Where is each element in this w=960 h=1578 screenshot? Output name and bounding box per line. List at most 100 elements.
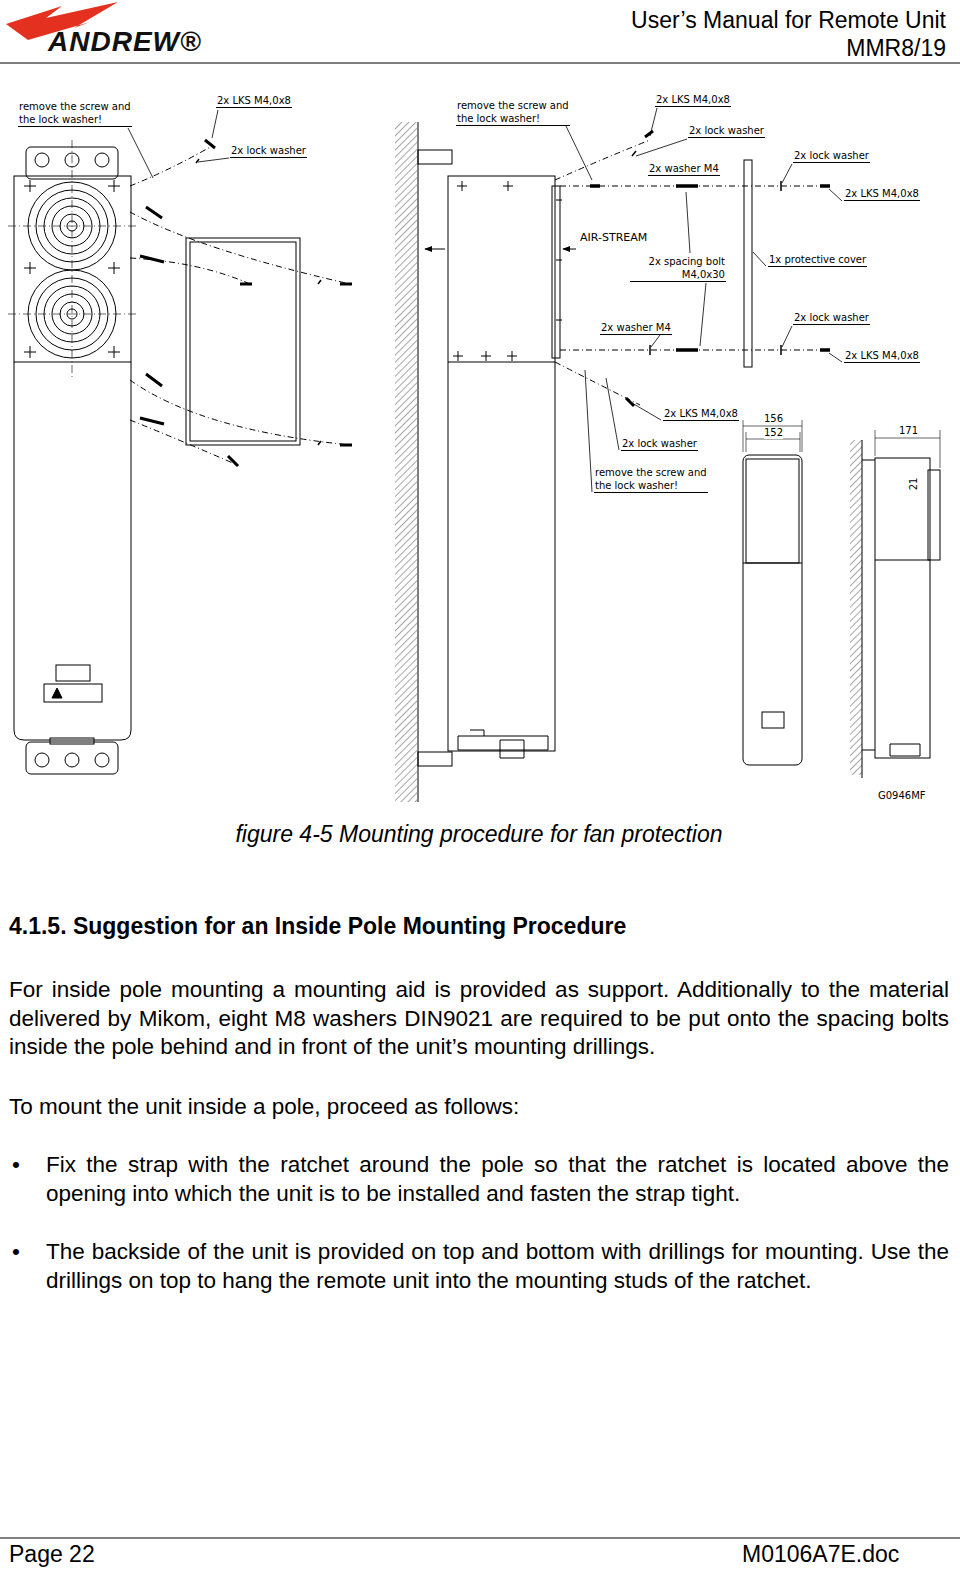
connector [50, 738, 94, 744]
fan-housing [14, 176, 131, 362]
dimension: 152 [764, 427, 783, 439]
cover-side-small [928, 470, 940, 560]
leader [636, 139, 687, 156]
dimension: 156 [764, 413, 783, 425]
wall-line [862, 440, 863, 778]
airflow-label: AIR-STREAM [580, 231, 647, 244]
screw-marks [453, 181, 517, 361]
assembly-line [560, 186, 828, 350]
leader [566, 126, 592, 180]
dimension-lines [875, 438, 940, 439]
callout-label: 2x lock washer [793, 149, 870, 163]
callout-label: 2x LKS M4,0x8 [663, 407, 739, 421]
dimension: 171 [899, 425, 918, 437]
leader [585, 370, 592, 492]
section-heading: 4.1.5. Suggestion for an Inside Pole Mou… [9, 912, 626, 940]
side-view-small [875, 458, 930, 758]
screw [35, 753, 49, 767]
callout-label: 2x lock washer [230, 144, 307, 158]
screw [65, 753, 79, 767]
assembly-line [130, 380, 350, 445]
brackets [862, 460, 875, 750]
callout-label: 2x LKS M4,0x8 [216, 94, 292, 108]
leader-lines [128, 108, 842, 492]
assembly-line [130, 146, 212, 186]
body-text: To mount the unit inside a pole, proceed… [9, 1093, 949, 1122]
wall-hatch [850, 440, 862, 775]
header-text: User’s Manual for Remote Unit [631, 6, 946, 34]
air-arrow [425, 249, 445, 250]
assembly-line [130, 212, 350, 284]
leader [651, 335, 660, 347]
footer-text: M0106A7E.doc [742, 1540, 899, 1568]
leader [782, 164, 792, 183]
warning-label [762, 712, 784, 728]
callout-label: 2x washer M4 [648, 162, 720, 176]
warning-triangle [52, 688, 62, 698]
bolts-and-screws [590, 186, 830, 350]
mounting-bracket [418, 752, 452, 766]
unit-divider [448, 362, 555, 363]
protective-cover [186, 238, 300, 445]
leader [753, 252, 766, 266]
callout-label: 2x lock washer [793, 311, 870, 325]
warning-label [56, 665, 90, 681]
assembly-line [130, 420, 235, 464]
protective-cover-side [744, 160, 752, 367]
callout-label: 2x LKS M4,0x8 [844, 349, 920, 363]
dimension: 21 [908, 478, 920, 491]
cover-small [746, 459, 799, 563]
unit-body [14, 362, 131, 740]
leader [606, 378, 619, 450]
footer-rule [0, 1538, 960, 1539]
front-view-small [743, 455, 802, 765]
wall-hatch [395, 122, 417, 802]
callout-label: 2x lock washer [621, 437, 698, 451]
bullet: • [12, 1238, 20, 1267]
bottom-bracket [26, 742, 118, 774]
body-text: Fix the strap with the ratchet around th… [46, 1151, 949, 1208]
leader [632, 403, 661, 420]
front-view-unit [8, 140, 136, 774]
body-text: The backside of the unit is provided on … [46, 1238, 949, 1295]
header-rule [0, 63, 960, 64]
callout-label: remove the screw and the lock washer! [456, 99, 570, 126]
logo-text: ANDREW® [48, 26, 202, 58]
leader [128, 128, 153, 178]
side-view [395, 122, 830, 802]
mounting-bracket [418, 150, 452, 164]
air-arrow [563, 249, 576, 250]
dimension-lines [743, 426, 802, 439]
assembly-line [130, 258, 250, 284]
leader [198, 158, 229, 162]
screw [95, 153, 109, 167]
footer-text: Page 22 [9, 1540, 95, 1568]
callout-label: 2x LKS M4,0x8 [655, 93, 731, 107]
callout-label: 2x spacing bolt M4,0x30 [630, 255, 726, 282]
callout-label: 1x protective cover [768, 253, 867, 267]
leader [782, 326, 792, 347]
drawing-number: G0946MF [878, 790, 926, 802]
bullet: • [12, 1151, 20, 1180]
warning-label [44, 684, 102, 702]
leader [829, 353, 842, 362]
leader [829, 189, 842, 201]
leader [700, 283, 706, 346]
callout-label: 2x LKS M4,0x8 [844, 187, 920, 201]
small-views [743, 420, 940, 778]
fan-cover-left [130, 140, 352, 466]
lock-washers [196, 159, 321, 445]
leader [650, 108, 657, 136]
screw [35, 153, 49, 167]
leader [686, 192, 690, 253]
callout-label: 2x washer M4 [600, 321, 672, 335]
figure-caption: figure 4-5 Mounting procedure for fan pr… [0, 820, 958, 848]
divider [743, 563, 802, 564]
leader [212, 110, 218, 138]
callout-label: remove the screw and the lock washer! [18, 100, 132, 127]
grille-bumps [556, 200, 562, 320]
body-text: For inside pole mounting a mounting aid … [9, 976, 949, 1062]
screw [95, 753, 109, 767]
